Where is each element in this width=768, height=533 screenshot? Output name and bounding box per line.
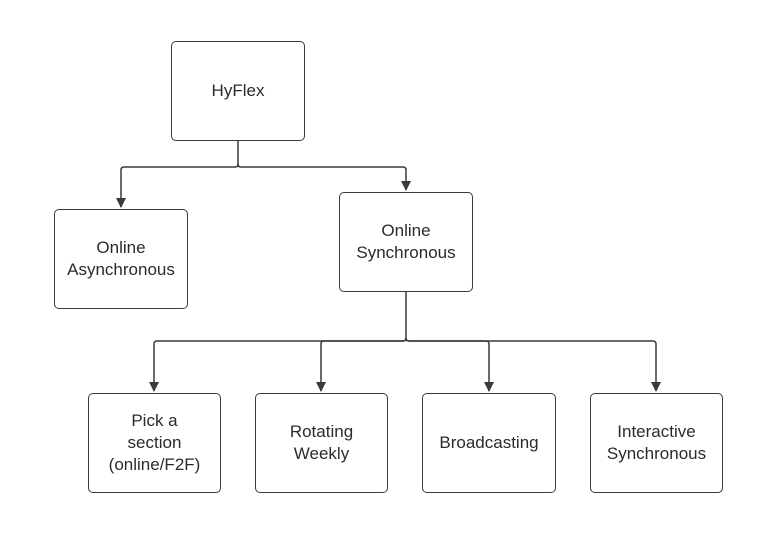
connector-sync-broadcasting bbox=[405, 337, 494, 392]
node-hyflex-label: HyFlex bbox=[211, 81, 265, 100]
node-pick-a-section-label: Pick a section (online/F2F) bbox=[108, 411, 201, 474]
node-interactive-synchronous-label: Interactive Synchronous bbox=[606, 422, 707, 463]
connector-hyflex-async bbox=[116, 141, 239, 208]
node-hyflex: HyFlex bbox=[171, 41, 305, 141]
node-online-asynchronous-label: Online Asynchronous bbox=[67, 238, 175, 279]
node-interactive-synchronous: Interactive Synchronous bbox=[590, 393, 723, 493]
connector-sync-interactive bbox=[405, 337, 661, 392]
connector-hyflex-sync bbox=[237, 163, 411, 191]
node-rotating-weekly-label: Rotating Weekly bbox=[289, 422, 354, 463]
node-online-synchronous: Online Synchronous bbox=[339, 192, 473, 292]
node-broadcasting-label: Broadcasting bbox=[439, 433, 539, 452]
node-pick-a-section: Pick a section (online/F2F) bbox=[88, 393, 221, 493]
node-broadcasting: Broadcasting bbox=[422, 393, 556, 493]
node-online-synchronous-label: Online Synchronous bbox=[356, 221, 456, 262]
node-rotating-weekly: Rotating Weekly bbox=[255, 393, 388, 493]
node-online-asynchronous: Online Asynchronous bbox=[54, 209, 188, 309]
connector-sync-rotating bbox=[316, 337, 407, 392]
